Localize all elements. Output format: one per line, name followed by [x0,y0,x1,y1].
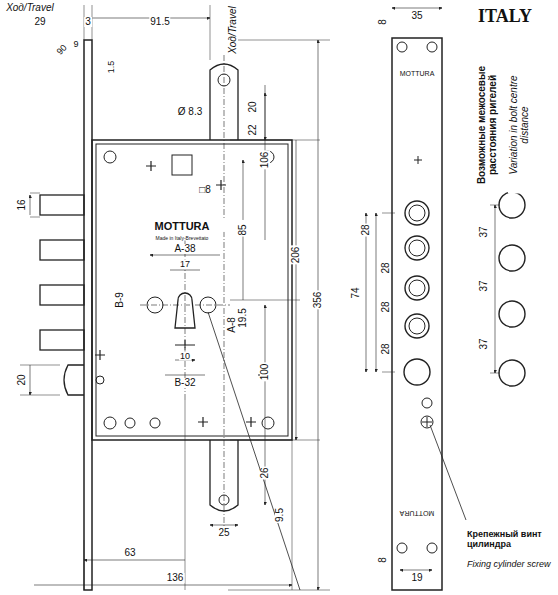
dimension-label: 106 [260,151,270,170]
dimension-label: 28 [381,342,391,355]
dimension-label: 16 [17,198,27,211]
dimension-label: 90 [55,43,70,58]
dimension-label: Variation in bolt centre distance [508,57,530,194]
dimension-label: Возможные межосевые расстояния ригелей [476,57,498,194]
dimension-label: 19 [410,573,423,583]
dimension-label: 8 [378,18,388,26]
dimension-label: 3 [84,17,92,27]
dimension-label: □8 [198,185,212,195]
dimension-label: Крепежный винт цилиндра [466,530,556,550]
dimension-label: Ø 8.3 [177,107,203,117]
dimension-label: 28 [381,300,391,313]
dimension-label: 85 [238,223,248,236]
dimension-label: 17 [179,260,191,269]
dimension-label: 29 [33,17,46,27]
dimension-label: A-8 [227,316,237,334]
dimension-label: 37 [479,337,489,350]
dimension-label: 20 [17,373,27,386]
dimension-label: 19.5 [238,307,248,328]
dimension-label: 9 [72,40,79,49]
dimension-label: 8 [378,556,388,564]
dimension-label: 37 [479,225,489,238]
dimension-label: 100 [260,363,270,382]
dimension-label: 35 [410,11,423,21]
dimension-label: 22 [248,123,258,136]
dimension-label: Ход/Travel [5,3,54,13]
dimension-label: 206 [291,246,301,265]
dimension-label: Fixing cylinder screw [466,560,556,570]
dimension-label: MOTTURA [399,510,436,517]
dimension-label: 1.5 [107,60,116,75]
dimension-label: Ход/Travel [228,5,238,54]
dimension-label: 26 [260,466,270,479]
dimension-label: A-38 [173,244,196,254]
dimension-label: 37 [479,279,489,292]
dimension-label: ITALY [477,7,533,25]
dimension-label: 74 [351,286,361,299]
dimension-label: 28 [361,223,371,236]
dimension-label: MOTTURA [399,70,436,77]
dimension-label: 91.5 [149,17,170,27]
dimension-label: B-32 [173,378,196,388]
dimension-label: 136 [166,573,185,583]
dimension-label: 20 [248,100,258,113]
dimension-label: B-9 [115,291,125,309]
dimension-label: 10 [179,352,191,361]
dimension-label: Made in Italy-Brevettato [155,236,210,241]
dimension-label: 9.5 [275,507,285,523]
dimension-label: MOTTURA [114,220,251,232]
dimension-label: 356 [313,291,323,310]
dimension-label: 25 [217,528,230,538]
dimension-label: 63 [123,548,136,558]
dimension-label: 28 [381,261,391,274]
